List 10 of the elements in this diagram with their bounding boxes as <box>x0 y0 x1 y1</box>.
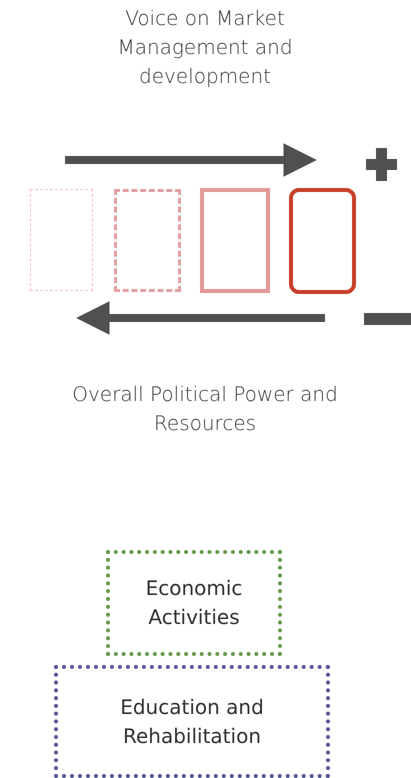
category-box <box>106 550 282 656</box>
category-box <box>54 665 330 778</box>
box-label: Education and Rehabilitation <box>119 694 265 750</box>
outlined-box <box>289 188 356 294</box>
caption-text: Voice on Market Management and development <box>116 5 294 90</box>
outlined-box <box>30 189 93 291</box>
outlined-box <box>200 188 270 293</box>
outlined-box <box>114 189 181 292</box>
box-label: Economic Activities <box>144 575 244 631</box>
caption-text: Overall Political Power and Resources <box>71 381 339 437</box>
